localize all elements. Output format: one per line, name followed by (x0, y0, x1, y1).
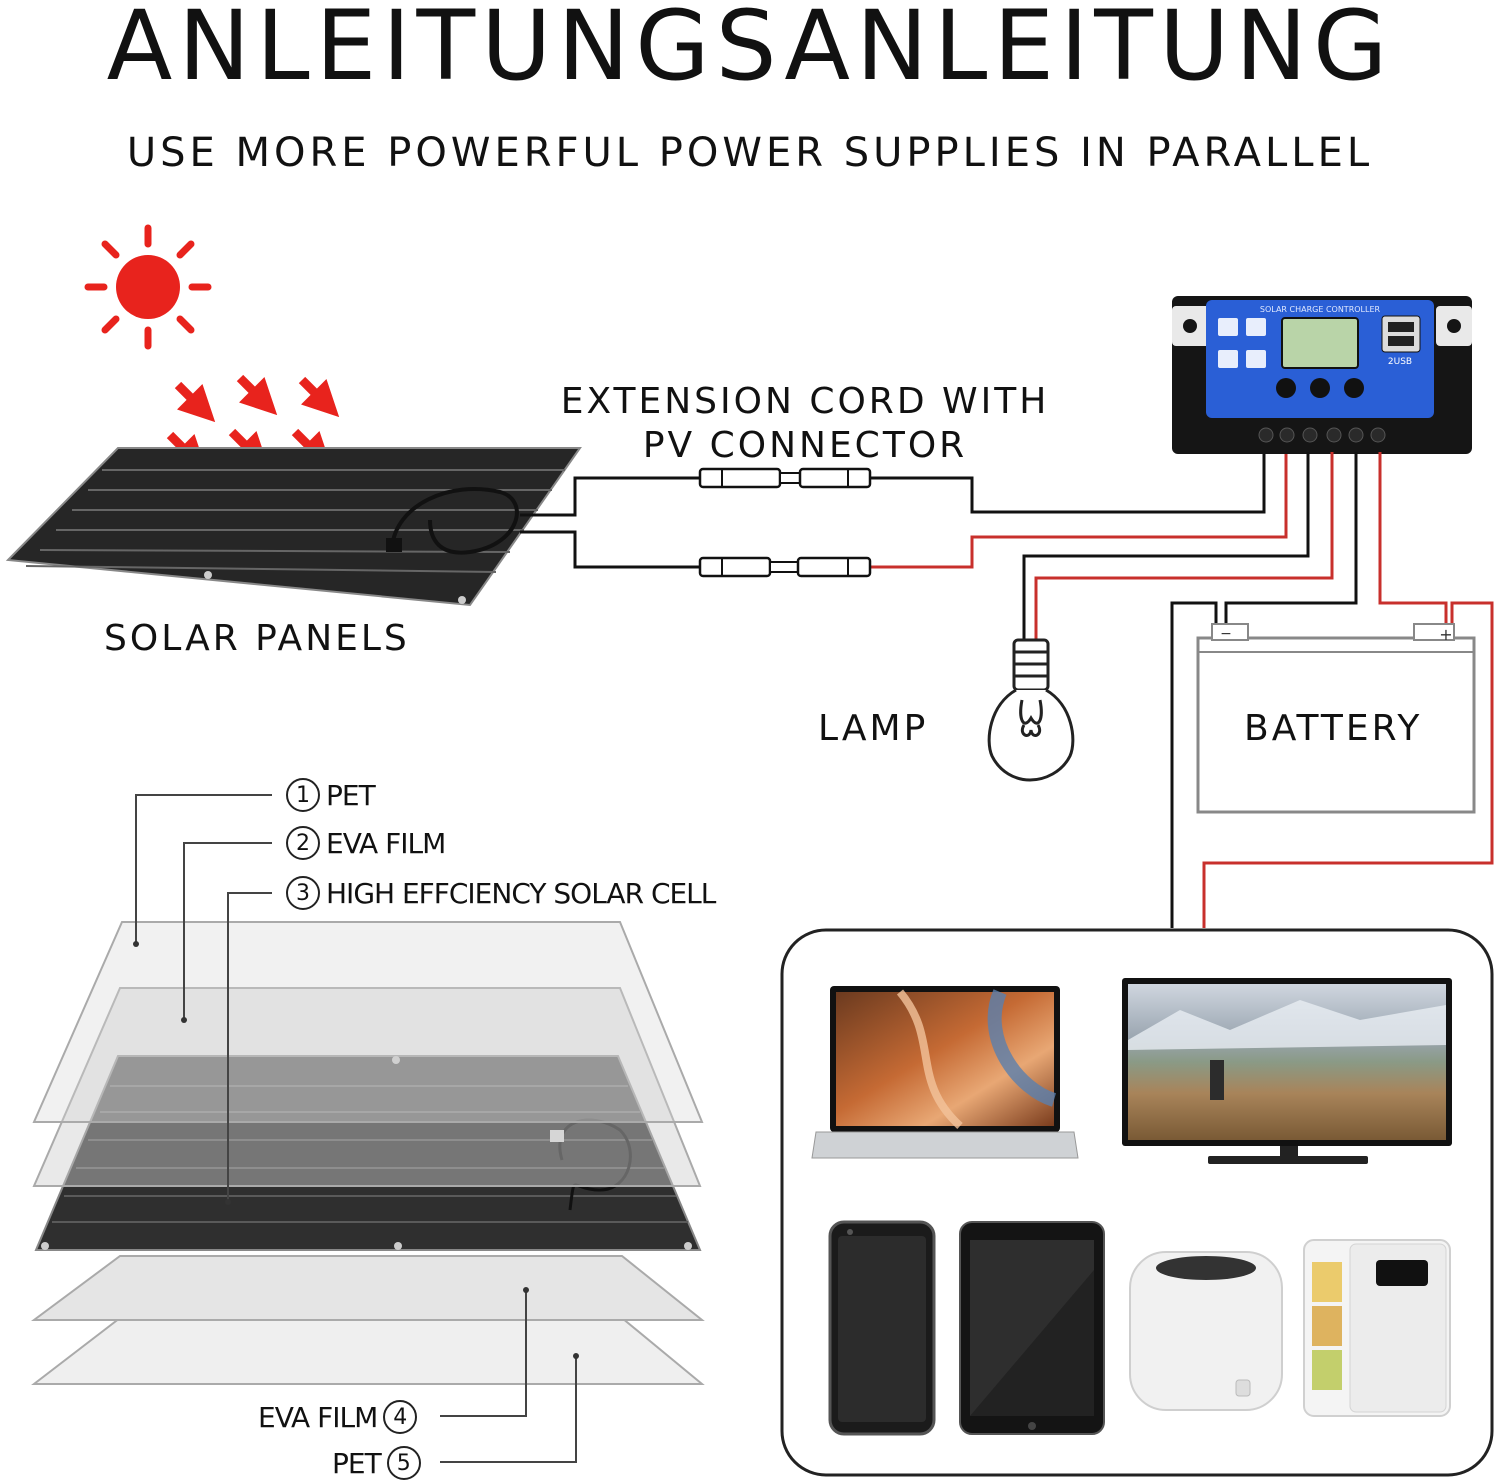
layer-number-3: 3 (286, 876, 320, 910)
layer-leader-lines (135, 794, 577, 1463)
tv-icon (1122, 978, 1452, 1164)
layer-eva-bottom (30, 1255, 705, 1321)
pv-connector-top (698, 467, 872, 489)
humidifier-icon (1129, 1251, 1283, 1411)
layer-label-3: 3 HIGH EFFCIENCY SOLAR CELL (286, 876, 716, 910)
layer-label-4: EVA FILM 4 (258, 1400, 418, 1434)
battery-wiring (1170, 452, 1494, 928)
extension-cord-label: EXTENSION CORD WITH PV CONNECTOR (545, 380, 1065, 468)
solar-panel (5, 447, 582, 607)
layer-stack (30, 921, 705, 1385)
lamp-label: LAMP (818, 708, 929, 749)
layer-number-4: 4 (383, 1400, 418, 1434)
controller-header: SOLAR CHARGE CONTROLLER (1260, 305, 1381, 314)
lamp-icon (987, 638, 1075, 782)
svg-text:−: − (1220, 626, 1232, 642)
usb-label: 2USB (1388, 357, 1412, 367)
layer-name-4: EVA FILM (258, 1400, 378, 1434)
layer-label-1: 1 PET (286, 778, 376, 812)
layer-number-1: 1 (286, 778, 320, 812)
extension-cord-label-line1: EXTENSION CORD WITH (560, 381, 1050, 422)
battery-icon: − + (1196, 623, 1476, 814)
sun-icon (84, 224, 212, 350)
layer-name-1: PET (326, 778, 376, 812)
pv-connector-bottom (698, 556, 872, 578)
layer-number-5: 5 (386, 1446, 421, 1480)
layer-name-3: HIGH EFFCIENCY SOLAR CELL (326, 876, 716, 910)
battery-label: BATTERY (1244, 708, 1423, 749)
layer-number-2: 2 (286, 826, 320, 860)
charge-controller: SOLAR CHARGE CONTROLLER 2USB (1172, 296, 1472, 454)
lamp-wiring (1022, 452, 1334, 640)
svg-text:+: + (1439, 625, 1452, 644)
smartphone-icon (828, 1220, 936, 1436)
layer-pet-bottom (31, 1317, 705, 1385)
laptop-icon (811, 986, 1079, 1159)
page-subtitle: USE MORE POWERFUL POWER SUPPLIES IN PARA… (126, 130, 1374, 176)
mini-fridge-icon (1303, 1239, 1451, 1417)
layer-name-2: EVA FILM (326, 826, 446, 860)
layer-pet-top (32, 921, 704, 1123)
layer-label-2: 2 EVA FILM (286, 826, 446, 860)
layer-label-5: PET 5 (332, 1446, 421, 1480)
tablet-icon (959, 1221, 1105, 1435)
layer-eva-top (32, 987, 702, 1187)
extension-cord-label-line2: PV CONNECTOR (642, 425, 968, 466)
extension-cord (520, 452, 1288, 569)
solar-panels-label: SOLAR PANELS (104, 618, 410, 659)
page-title: ANLEITUNGSANLEITUNG (106, 0, 1394, 102)
layer-name-5: PET (332, 1446, 382, 1480)
